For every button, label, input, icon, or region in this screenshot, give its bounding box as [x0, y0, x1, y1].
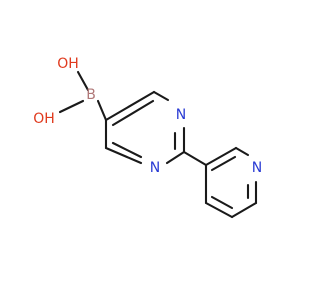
- bond-b-ring: [96, 99, 108, 122]
- bond-pyr-c6-c5: [230, 201, 258, 219]
- bond-pyr-c3-c2-inner: [210, 155, 237, 172]
- bond-pyr-c2-n1: [234, 146, 250, 157]
- bond-pym-c2-n1: [165, 150, 186, 165]
- bond-pym-c5-c4-inner: [111, 99, 155, 127]
- pyrimidine-n-bottom-label: N: [150, 160, 160, 176]
- boron-atom-label: B: [86, 87, 96, 103]
- bond-pyr-c5-c4-inner: [210, 195, 234, 210]
- bond-pym-c4-n3: [152, 90, 170, 102]
- bond-b-oh-bottom: [58, 99, 85, 114]
- bond-pym-pyr: [182, 150, 208, 167]
- pyrimidine-n-top-label: N: [176, 107, 186, 123]
- bond-pyr-c5-c4: [204, 201, 234, 219]
- bond-b-oh-top: [76, 70, 90, 92]
- pyridine-n-label: N: [252, 160, 262, 176]
- hydroxyl-bottom-label: OH: [33, 111, 55, 127]
- molecule-structure: B OH OH N N N: [33, 56, 262, 219]
- bond-pym-n1-c6: [104, 146, 143, 165]
- hydroxyl-top-label: OH: [57, 56, 79, 72]
- bond-pym-n1-c6-inner: [111, 141, 143, 159]
- bond-pym-c5-c4: [104, 90, 156, 122]
- bond-pyr-c3-c2: [204, 146, 238, 167]
